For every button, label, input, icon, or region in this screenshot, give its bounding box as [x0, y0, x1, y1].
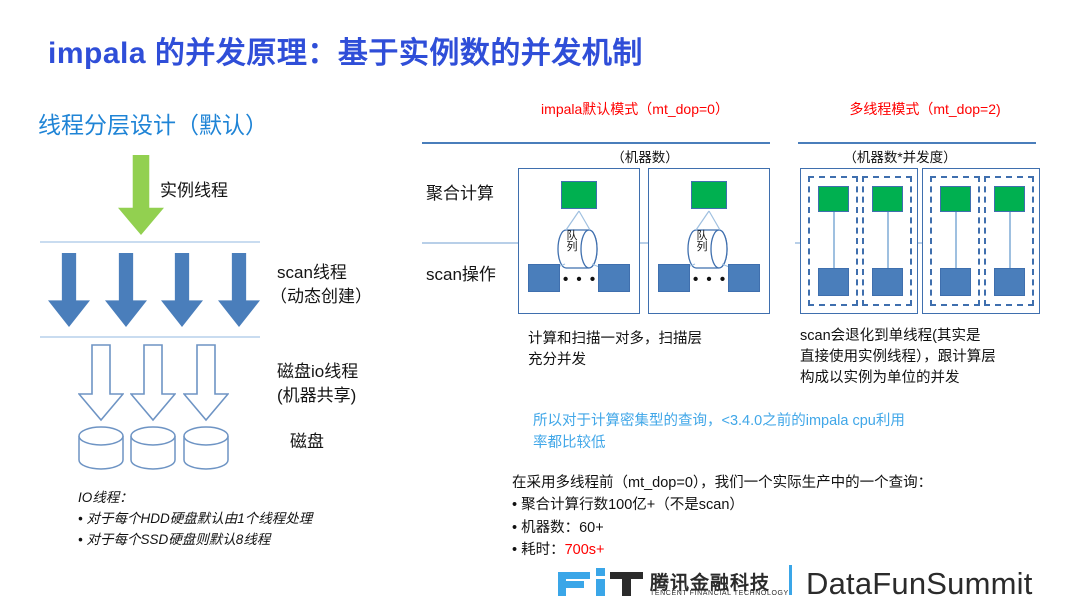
diagram-mtdop-title: 多线程模式（mt_dop=2) — [849, 101, 1001, 117]
disk-label: 磁盘 — [290, 432, 324, 451]
caption-line: scan会退化到单线程(其实是 — [800, 328, 981, 344]
scan-node-box — [598, 264, 630, 292]
scan-thread-arrow — [105, 253, 147, 327]
scan-ellipsis: • • • — [563, 271, 598, 288]
disk-io-thread-arrow — [183, 344, 229, 422]
example-bullet-label: • 耗时： — [512, 542, 565, 559]
scan-node-box — [872, 268, 903, 296]
diagram-mtdop-capacity-label: （机器数*并发度） — [843, 150, 957, 165]
example-bullet: • 聚合计算行数100亿+（不是scan） — [512, 497, 744, 514]
queue-label: 队 列 — [692, 231, 712, 253]
tencent-en-name: TENCENT FINANCIAL TECHNOLOGY — [650, 590, 789, 597]
instance-connector — [1009, 212, 1011, 270]
aggregate-node-box — [818, 186, 849, 212]
scan-node-box — [940, 268, 971, 296]
instance-connector — [833, 212, 835, 270]
scan-node-box — [658, 264, 690, 292]
disk-io-label-line1: 磁盘io线程 — [277, 362, 359, 381]
diagram-default-capacity-label: （机器数） — [611, 150, 679, 165]
caption-line: 充分并发 — [528, 352, 586, 369]
io-note-bullet: • 对于每个HDD硬盘默认由1个线程处理 — [78, 510, 313, 526]
layer-divider-1 — [40, 241, 260, 243]
disk-io-label-line2: (机器共享) — [277, 386, 357, 405]
diagram-mtdop-caption: scan会退化到单线程(其实是 直接使用实例线程），跟计算层 构成以实例为单位的… — [800, 326, 1065, 389]
scan-node-box — [728, 264, 760, 292]
aggregate-node-box — [940, 186, 971, 212]
note-line: 率都比较低 — [533, 434, 606, 451]
left-panel-heading: 线程分层设计（默认） — [38, 112, 268, 138]
queue-label-line1: 队 — [566, 230, 578, 242]
io-note-bullet: • 对于每个SSD硬盘则默认8线程 — [78, 531, 271, 547]
queue-label-line2: 列 — [566, 241, 578, 253]
scan-thread-arrow — [218, 253, 260, 327]
footer-divider — [789, 565, 792, 595]
scan-ellipsis: • • • — [693, 271, 728, 288]
caption-line: 构成以实例为单位的并发 — [800, 370, 960, 387]
queue-label-line1: 队 — [696, 230, 708, 242]
page-title: impala 的并发原理：基于实例数的并发机制 — [48, 37, 643, 70]
diagram-default-topline — [422, 142, 770, 144]
datafunsummit-logo: DataFunSummit — [806, 566, 1033, 601]
queue-label: 队 列 — [562, 231, 582, 253]
disk-cylinder-icon — [78, 426, 124, 470]
queue-cylinder-icon — [686, 227, 732, 271]
diagram-mtdop-topline — [798, 142, 1036, 144]
scan-thread-arrow — [161, 253, 203, 327]
io-thread-note: IO线程： • 对于每个HDD硬盘默认由1个线程处理 • 对于每个SSD硬盘则默… — [78, 488, 408, 551]
instance-thread-arrow — [118, 155, 164, 235]
instance-connector — [887, 212, 889, 270]
io-note-title: IO线程： — [78, 490, 133, 505]
disk-cylinder-icon — [130, 426, 176, 470]
layer-divider-2 — [40, 336, 260, 338]
scan-thread-label-line1: scan线程 — [277, 263, 347, 282]
row-label-aggregate: 聚合计算 — [426, 184, 494, 203]
scan-node-box — [994, 268, 1025, 296]
instance-connector — [955, 212, 957, 270]
aggregate-node-box — [561, 181, 597, 209]
aggregate-node-box — [994, 186, 1025, 212]
queue-cylinder-icon — [556, 227, 602, 271]
aggregate-node-box — [872, 186, 903, 212]
disk-io-thread-arrow — [130, 344, 176, 422]
note-line: 所以对于计算密集型的查询，<3.4.0之前的impala cpu利用 — [533, 413, 905, 429]
queue-label-line2: 列 — [696, 241, 708, 253]
disk-io-thread-arrow — [78, 344, 124, 422]
example-intro: 在采用多线程前（mt_dop=0），我们一个实际生产中的一个查询： — [512, 475, 933, 491]
aggregate-node-box — [691, 181, 727, 209]
row-label-scan: scan操作 — [426, 265, 496, 284]
example-bullet: • 耗时：700s+ — [512, 539, 1052, 561]
fit-logo — [556, 566, 678, 600]
production-query-example: 在采用多线程前（mt_dop=0），我们一个实际生产中的一个查询： • 聚合计算… — [512, 472, 1052, 562]
diagram-default-title: impala默认模式（mt_dop=0） — [541, 101, 729, 117]
machine-connectors — [537, 210, 619, 276]
example-bullet-highlight: 700s+ — [564, 542, 605, 559]
cpu-utilization-note: 所以对于计算密集型的查询，<3.4.0之前的impala cpu利用 率都比较低 — [533, 411, 1053, 455]
scan-node-box — [818, 268, 849, 296]
disk-cylinder-icon — [183, 426, 229, 470]
scan-node-box — [528, 264, 560, 292]
machine-connectors — [667, 210, 749, 276]
scan-thread-arrow — [48, 253, 90, 327]
caption-line: 直接使用实例线程），跟计算层 — [800, 349, 996, 366]
scan-thread-label-line2: （动态创建） — [270, 287, 372, 306]
tencent-cn-name: 腾讯金融科技 — [650, 573, 771, 594]
diagram-default-caption: 计算和扫描一对多，扫描层 充分并发 — [528, 329, 778, 371]
caption-line: 计算和扫描一对多，扫描层 — [528, 331, 702, 347]
instance-thread-label: 实例线程 — [160, 181, 228, 200]
example-bullet: • 机器数：60+ — [512, 519, 604, 536]
